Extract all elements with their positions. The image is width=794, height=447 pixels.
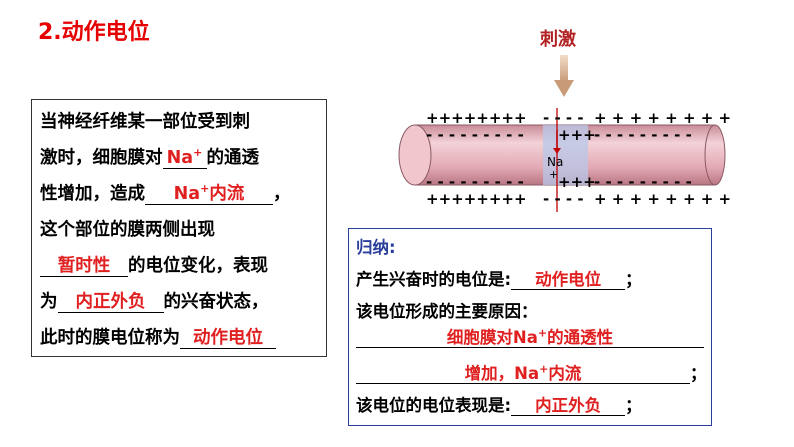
bottom-outer-charges-right: + + + + + + + + <box>594 190 731 208</box>
na-ion-label: Na <box>547 155 563 169</box>
blank-influx-word: 内流 <box>209 184 245 204</box>
section-title: 2.动作电位 <box>38 20 150 45</box>
summary-line-1-prefix: 产生兴奋时的电位是: <box>356 270 512 289</box>
summary-line-4-suffix: ； <box>690 364 707 383</box>
explanation-line-4: 这个部位的膜两侧出现 <box>40 220 215 240</box>
blank-na-influx: Na+内流 <box>145 182 273 206</box>
summary-blank-action-potential: 动作电位 <box>511 270 626 291</box>
summary-permeability-sup: + <box>537 326 548 340</box>
blank-na-ion: Na+ <box>162 146 207 170</box>
bottom-inner-charges-right: - - - - - - - - - <box>594 173 692 191</box>
explanation-line-7: 此时的膜电位称为动作电位 <box>40 324 276 350</box>
line-3-prefix: 性增加，造成 <box>40 184 145 204</box>
summary-permeability-suffix: 的通透性 <box>547 328 614 347</box>
summary-line-5-prefix: 该电位的电位表现是: <box>356 396 512 415</box>
top-outer-charges-mid: - - - - <box>543 109 584 127</box>
summary-line-5-suffix: ； <box>625 396 642 415</box>
stimulus-label: 刺激 <box>540 29 576 50</box>
bottom-outer-charges-left: ++++++++ <box>426 190 527 208</box>
summary-blank-inside-positive: 内正外负 <box>511 396 626 417</box>
summary-influx-suffix: 内流 <box>548 364 582 383</box>
blank-inside-positive: 内正外负 <box>57 292 164 314</box>
stimulus-arrow-icon <box>554 55 574 97</box>
top-inner-charges-right: - - - - - - - - - <box>594 126 692 144</box>
line-7-prefix: 此时的膜电位称为 <box>40 328 180 348</box>
nerve-fiber-cylinder <box>398 124 726 186</box>
summary-permeability-text: 细胞膜对Na <box>446 328 538 347</box>
na-ion-charge: + <box>549 168 558 181</box>
bottom-outer-charges-mid: - - - - <box>543 190 584 208</box>
explanation-line-6: 为内正外负的兴奋状态， <box>40 288 269 314</box>
bottom-inner-charges-left: - - - - - - - - - <box>426 173 524 191</box>
summary-line-5: 该电位的电位表现是:内正外负； <box>356 392 642 417</box>
blank-influx-sup: + <box>200 182 210 196</box>
summary-line-4: 增加，Na+内流； <box>356 360 707 385</box>
summary-influx-text: 增加，Na <box>464 364 540 383</box>
top-outer-charges-right: + + + + + + + + <box>594 109 731 127</box>
blank-temporary: 暂时性 <box>40 256 128 278</box>
line-2-prefix: 激时，细胞膜对 <box>40 148 163 168</box>
summary-line-1-suffix: ； <box>625 270 642 289</box>
summary-box <box>348 228 712 426</box>
blank-action-potential: 动作电位 <box>180 328 276 350</box>
blank-na-sup: + <box>193 146 203 160</box>
explanation-line-5: 暂时性的电位变化，表现 <box>40 252 268 278</box>
top-outer-charges-left: ++++++++ <box>426 109 527 127</box>
summary-line-1: 产生兴奋时的电位是:动作电位； <box>356 266 642 291</box>
bottom-inner-charges-mid: +++ <box>558 173 596 191</box>
summary-line-2: 该电位形成的主要原因： <box>356 302 538 321</box>
top-inner-charges-left: - - - - - - - - - <box>426 126 524 144</box>
line-5-suffix: 的电位变化，表现 <box>128 256 268 276</box>
summary-heading: 归纳: <box>356 238 396 257</box>
line-6-suffix: 的兴奋状态， <box>163 292 269 312</box>
blank-influx-na: Na <box>173 184 201 204</box>
summary-blank-permeability: 细胞膜对Na+的通透性 <box>356 326 704 349</box>
summary-line-3: 细胞膜对Na+的通透性 <box>356 326 704 349</box>
summary-influx-sup: + <box>539 362 549 376</box>
line-2-suffix: 的通透 <box>206 148 260 168</box>
explanation-line-1: 当神经纤维某一部位受到刺 <box>40 112 250 132</box>
line-3-suffix: ， <box>273 184 291 204</box>
line-6-prefix: 为 <box>40 292 58 312</box>
top-inner-charges-mid: +++ <box>558 126 596 144</box>
blank-na-text: Na <box>166 148 194 168</box>
explanation-box <box>31 99 327 357</box>
summary-blank-na-influx: 增加，Na+内流 <box>356 362 690 385</box>
na-influx-arrowhead-icon <box>553 148 561 154</box>
